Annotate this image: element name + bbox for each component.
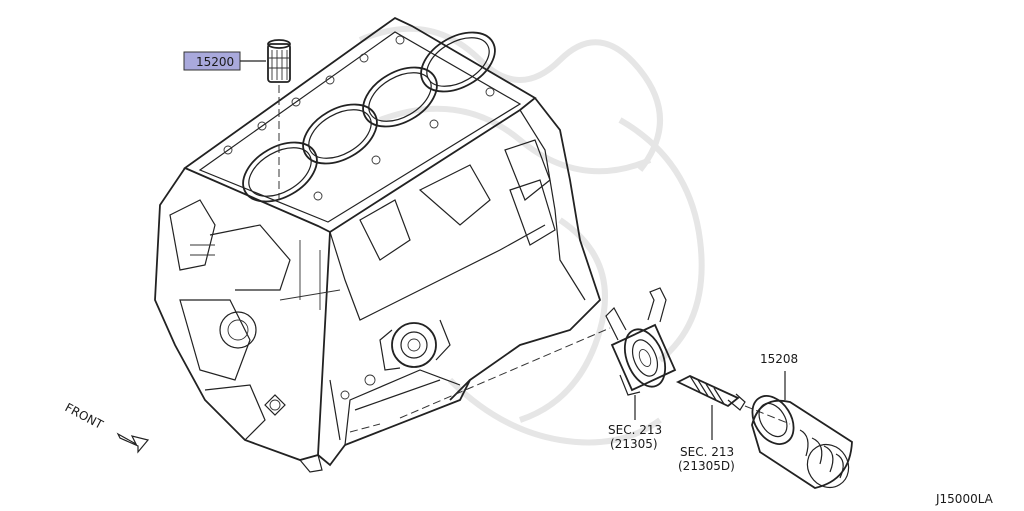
callout-connector-bolt-sec-sublabel: (21305D) bbox=[678, 459, 735, 473]
oil-filter-part bbox=[751, 371, 853, 489]
watermark-emblem bbox=[358, 25, 705, 446]
front-direction-indicator: FRONT bbox=[63, 400, 150, 454]
callout-15208-label: 15208 bbox=[760, 352, 798, 366]
front-arrow-icon bbox=[116, 432, 150, 454]
callout-15200-label: 15200 bbox=[196, 55, 234, 69]
oil-cooler-part bbox=[605, 287, 677, 420]
diagram-code: J15000LA bbox=[935, 492, 994, 506]
callout-oil-cooler-sec-sublabel: (21305) bbox=[610, 437, 658, 451]
callout-connector-bolt-sec-label: SEC. 213 bbox=[680, 445, 734, 459]
assembly-line bbox=[349, 327, 611, 433]
cylinder-block bbox=[154, 16, 602, 473]
front-label: FRONT bbox=[63, 400, 106, 432]
connector-bolt-part bbox=[675, 375, 791, 440]
callout-15200[interactable]: 15200 bbox=[183, 51, 266, 71]
oil-strainer-part bbox=[267, 39, 291, 200]
callout-connector-bolt-sec[interactable]: SEC. 213 (21305D) bbox=[678, 445, 735, 473]
callout-oil-cooler-sec[interactable]: SEC. 213 (21305) bbox=[608, 423, 662, 451]
callout-oil-cooler-sec-label: SEC. 213 bbox=[608, 423, 662, 437]
